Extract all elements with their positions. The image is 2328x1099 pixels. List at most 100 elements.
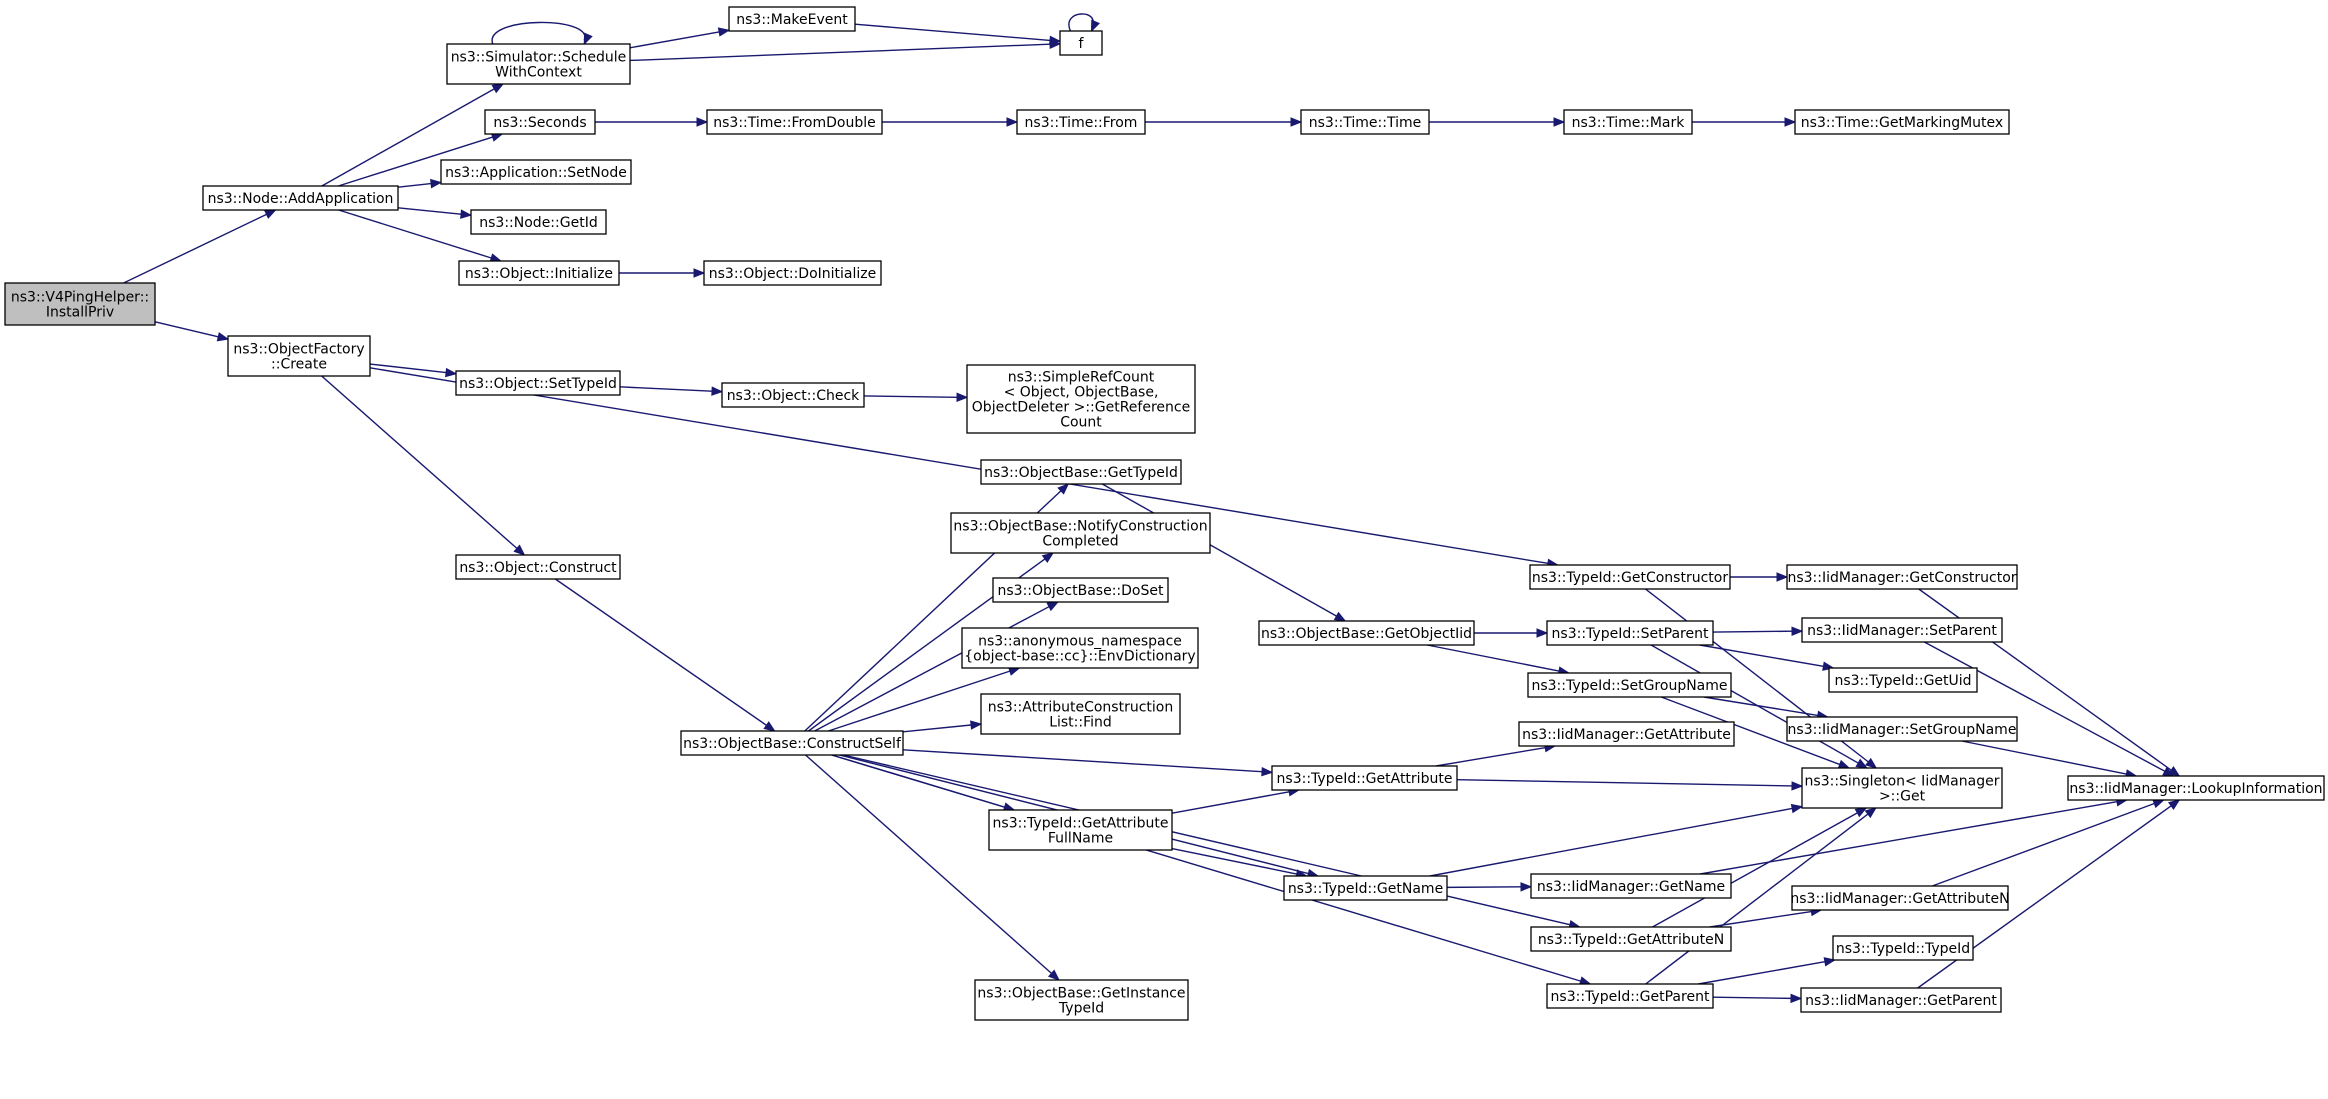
node-getconstructor[interactable]: ns3::TypeId::GetConstructor — [1529, 564, 1731, 590]
node-label: ns3::TypeId::GetAttribute — [1277, 771, 1453, 787]
node-addapp[interactable]: ns3::Node::AddApplication — [202, 185, 399, 211]
node-time[interactable]: ns3::Time::Time — [1300, 109, 1430, 135]
node-label: ns3::IidManager::GetParent — [1805, 993, 1997, 1009]
edge-arrowhead — [1536, 628, 1549, 638]
edge-setparent-to-singleton — [1650, 644, 1869, 769]
node-doinit[interactable]: ns3::Object::DoInitialize — [703, 260, 882, 286]
node-seconds[interactable]: ns3::Seconds — [484, 109, 596, 135]
node-label: ns3::Time::Time — [1309, 115, 1421, 131]
node-getid[interactable]: ns3::Node::GetId — [470, 209, 607, 235]
edge-arrowhead — [513, 544, 526, 556]
node-label: List::Find — [1049, 715, 1112, 731]
node-getname[interactable]: ns3::TypeId::GetName — [1283, 875, 1448, 901]
node-iid_getparent[interactable]: ns3::IidManager::GetParent — [1800, 987, 2002, 1013]
node-label: ns3::TypeId::GetConstructor — [1532, 570, 1728, 586]
edge-arrowhead — [1823, 957, 1837, 967]
node-iid_getconstructor[interactable]: ns3::IidManager::GetConstructor — [1786, 564, 2018, 590]
edge-line — [902, 749, 1263, 773]
node-box — [961, 627, 1199, 669]
node-getattributen[interactable]: ns3::TypeId::GetAttributeN — [1530, 926, 1732, 952]
edge-arrowhead — [1854, 807, 1868, 818]
node-iid_getname[interactable]: ns3::IidManager::GetName — [1530, 873, 1732, 899]
node-makeevent[interactable]: ns3::MakeEvent — [728, 6, 856, 32]
nodes-layer: ns3::V4PingHelper::InstallPriv ns3::Node:… — [4, 6, 2325, 1021]
node-box — [1271, 765, 1458, 791]
node-getobjectiid[interactable]: ns3::ObjectBase::GetObjectIid — [1258, 620, 1475, 646]
node-label: ns3::TypeId::SetGroupName — [1531, 678, 1727, 694]
node-setparent[interactable]: ns3::TypeId::SetParent — [1546, 620, 1714, 646]
node-box — [980, 693, 1181, 735]
node-construct[interactable]: ns3::Object::Construct — [455, 554, 621, 580]
node-label: ns3::Object::Check — [727, 388, 860, 404]
node-setgroupname[interactable]: ns3::TypeId::SetGroupName — [1527, 672, 1732, 698]
node-iid_getattribute[interactable]: ns3::IidManager::GetAttribute — [1518, 721, 1735, 747]
node-doset[interactable]: ns3::ObjectBase::DoSet — [992, 577, 1169, 603]
node-initialize[interactable]: ns3::Object::Initialize — [458, 260, 620, 286]
edge-line — [1171, 847, 1297, 875]
node-box — [1530, 926, 1732, 952]
edge-line — [629, 31, 720, 49]
node-constructself[interactable]: ns3::ObjectBase::ConstructSelf — [680, 730, 904, 756]
node-simpleref[interactable]: ns3::SimpleRefCount< Object, ObjectBase,… — [966, 364, 1196, 434]
node-singleton[interactable]: ns3::Singleton< IidManager>::Get — [1801, 767, 2003, 809]
node-f[interactable]: f — [1059, 30, 1103, 56]
edge-line — [1712, 996, 1792, 1000]
edge-line — [369, 363, 447, 374]
edge-line — [1645, 813, 1869, 985]
node-root[interactable]: ns3::V4PingHelper::InstallPriv — [4, 282, 156, 326]
edge-fromdouble-to-from — [882, 117, 1019, 127]
edge-addapp-to-schedule — [321, 83, 505, 187]
edge-constructself-to-acfind — [902, 720, 983, 733]
edge-line — [805, 754, 1052, 974]
node-lookup[interactable]: ns3::IidManager::LookupInformation — [2067, 775, 2325, 801]
edge-arrowhead — [2152, 799, 2165, 809]
node-setnode[interactable]: ns3::Application::SetNode — [440, 159, 632, 185]
edge-line — [1429, 807, 1793, 877]
node-iid_setparent[interactable]: ns3::IidManager::SetParent — [1801, 617, 2003, 643]
edge-line — [1700, 801, 2118, 875]
edge-arrowhead — [1791, 781, 1804, 791]
edge-arrowhead — [445, 367, 458, 378]
edge-setparent-to-iid_setparent — [1712, 626, 1804, 636]
node-notify[interactable]: ns3::ObjectBase::NotifyConstructionCompl… — [950, 512, 1211, 554]
node-box — [950, 512, 1211, 554]
edge-initialize-to-doinit — [619, 268, 706, 278]
node-create[interactable]: ns3::ObjectFactory::Create — [227, 335, 371, 377]
edge-arrowhead — [1864, 807, 1877, 819]
node-getattribute[interactable]: ns3::TypeId::GetAttribute — [1271, 765, 1458, 791]
edge-construct-to-constructself — [554, 578, 776, 732]
node-box — [1786, 716, 2018, 742]
edge-line — [369, 367, 1548, 565]
node-from[interactable]: ns3::Time::From — [1016, 109, 1146, 135]
edge-arrowhead — [1865, 757, 1878, 769]
edge-line — [1101, 483, 1337, 617]
edge-getattribute-to-iid_getattribute — [1435, 743, 1557, 767]
edge-arrowhead — [1855, 758, 1869, 769]
edge-line — [1446, 886, 1522, 889]
edge-arrowhead — [1047, 969, 1060, 981]
edge-line — [321, 375, 518, 549]
edge-makeevent-to-f — [854, 23, 1062, 46]
edge-arrowhead — [1790, 803, 1804, 814]
node-box — [455, 554, 621, 580]
node-iid_setgroupname[interactable]: ns3::IidManager::SetGroupName — [1786, 716, 2018, 742]
node-typeid_typeid[interactable]: ns3::TypeId::TypeId — [1832, 935, 1974, 961]
node-ob_gettypeid[interactable]: ns3::ObjectBase::GetTypeId — [980, 459, 1182, 485]
node-getuid[interactable]: ns3::TypeId::GetUid — [1828, 667, 1978, 693]
node-iid_getattributen[interactable]: ns3::IidManager::GetAttributeN — [1790, 885, 2010, 911]
node-fromdouble[interactable]: ns3::Time::FromDouble — [706, 109, 883, 135]
edge-arrowhead — [696, 117, 709, 127]
node-box — [455, 370, 621, 396]
node-getparent[interactable]: ns3::TypeId::GetParent — [1546, 983, 1714, 1009]
node-settypeid[interactable]: ns3::Object::SetTypeId — [455, 370, 621, 396]
node-mutex[interactable]: ns3::Time::GetMarkingMutex — [1794, 109, 2010, 135]
node-check[interactable]: ns3::Object::Check — [721, 382, 865, 408]
node-envdict[interactable]: ns3::anonymous_namespace{object-base::cc… — [961, 627, 1199, 669]
edge-mark-to-mutex — [1692, 117, 1797, 127]
node-mark[interactable]: ns3::Time::Mark — [1563, 109, 1693, 135]
edge-iid_getattributen-to-lookup — [1932, 799, 2165, 887]
